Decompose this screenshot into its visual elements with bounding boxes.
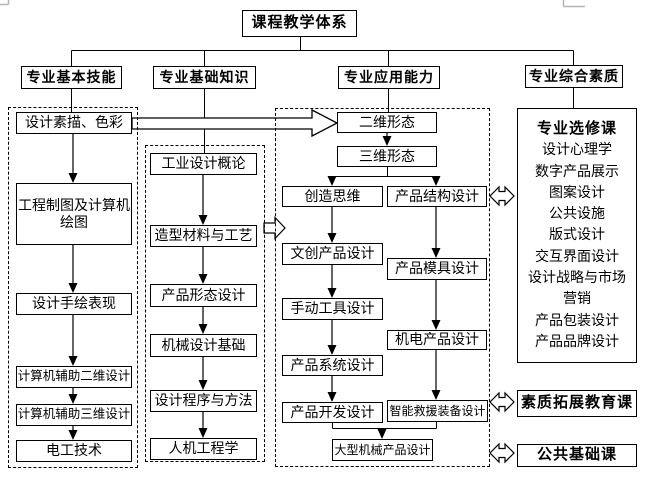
node-mechanical-design-basics: 机械设计基础 — [150, 334, 257, 357]
elective-course-title: 专业选修课 — [536, 120, 617, 137]
node-2d-form: 二维形态 — [337, 112, 437, 133]
group-basic-knowledge — [145, 145, 265, 462]
double-arrow-application-elective — [489, 185, 515, 207]
node-computer-aided-2d-design: 计算机辅助二维设计 — [16, 366, 132, 388]
node-comprehensive-quality: 专业综合素质 — [525, 65, 623, 88]
node-creative-thinking: 创造思维 — [282, 186, 383, 207]
node-hand-drawing-presentation: 设计手绘表现 — [16, 293, 132, 315]
node-public-basic-course: 公共基础课 — [517, 444, 637, 467]
elective-item-pattern-design: 图案设计 — [549, 183, 605, 200]
double-arrow-application-extension — [489, 391, 515, 413]
node-industrial-design-introduction: 工业设计概论 — [150, 153, 257, 175]
node-application-ability: 专业应用能力 — [338, 66, 440, 89]
node-course-teaching-system: 课程教学体系 — [242, 10, 357, 37]
node-3d-form: 三维形态 — [337, 146, 437, 167]
elective-item-product-packaging-design: 产品包装设计 — [535, 311, 619, 328]
node-product-system-design: 产品系统设计 — [282, 355, 383, 376]
node-design-sketch-color: 设计素描、色彩 — [16, 112, 132, 134]
group-application-ability — [275, 108, 490, 467]
elective-item-public-facilities: 公共设施 — [549, 205, 605, 222]
node-cultural-creative-product-design: 文创产品设计 — [282, 243, 383, 265]
node-computer-aided-3d-design: 计算机辅助三维设计 — [16, 404, 132, 426]
node-electrical-technology: 电工技术 — [16, 440, 132, 462]
node-large-machinery-product-design: 大型机械产品设计 — [332, 439, 433, 461]
node-product-structure-design: 产品结构设计 — [387, 186, 487, 207]
node-basic-skills: 专业基本技能 — [21, 66, 122, 89]
elective-item-digital-product-display: 数字产品展示 — [535, 162, 619, 179]
node-product-form-design: 产品形态设计 — [150, 284, 257, 307]
elective-item-design-psychology: 设计心理学 — [542, 141, 612, 158]
group-basic-skills — [8, 107, 138, 468]
node-basic-knowledge: 专业基础知识 — [153, 66, 256, 89]
elective-item-design-strategy-marketing: 设计战略与市场营销 — [528, 269, 626, 307]
elective-course-panel: 专业选修课 设计心理学 数字产品展示 图案设计 公共设施 版式设计 交互界面设计… — [517, 108, 637, 363]
node-intelligent-rescue-equipment-design: 智能救援装备设计 — [387, 400, 488, 422]
elective-item-product-brand-design: 产品品牌设计 — [535, 332, 619, 349]
elective-item-layout-design: 版式设计 — [549, 226, 605, 243]
node-design-procedure-method: 设计程序与方法 — [150, 390, 257, 412]
node-quality-extension-course: 素质拓展教育课 — [517, 390, 637, 417]
node-hand-tool-design: 手动工具设计 — [282, 298, 383, 320]
node-ergonomics: 人机工程学 — [150, 438, 257, 460]
node-mechatronic-product-design: 机电产品设计 — [387, 330, 487, 350]
elective-item-interactive-interface-design: 交互界面设计 — [535, 247, 619, 264]
scan-artifact-marks — [0, 0, 585, 8]
node-product-development-design: 产品开发设计 — [282, 402, 383, 423]
node-engineering-drawing-computer-graphics: 工程制图及计算机绘图 — [16, 183, 132, 245]
node-product-mold-design: 产品模具设计 — [387, 258, 487, 280]
double-arrow-application-public — [489, 442, 515, 464]
node-modeling-materials-craft: 造型材料与工艺 — [150, 225, 257, 247]
